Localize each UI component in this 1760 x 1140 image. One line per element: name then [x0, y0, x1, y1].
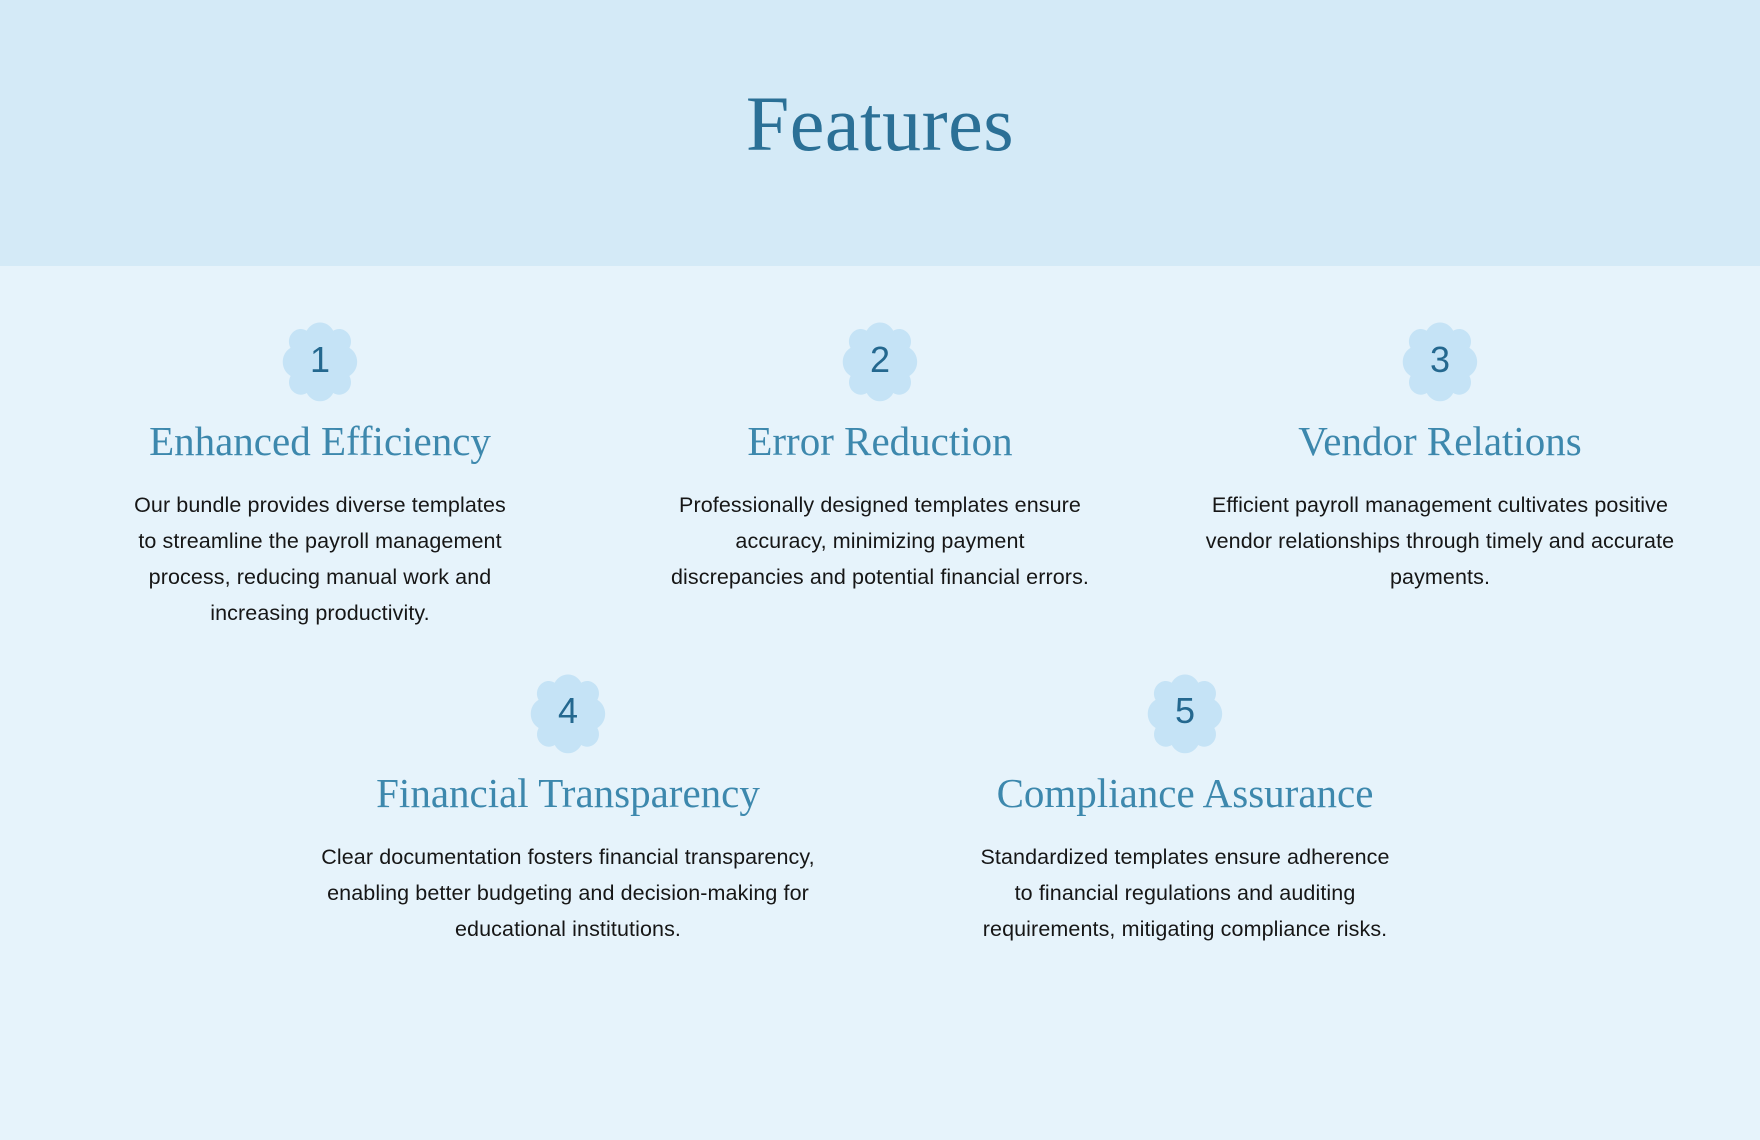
- feature-heading-2: Error Reduction: [747, 418, 1013, 464]
- scalloped-badge-icon: [282, 322, 358, 402]
- feature-description-3: Efficient payroll management cultivates …: [1205, 493, 1675, 590]
- feature-badge-number-5: 5: [1174, 690, 1196, 732]
- feature-heading-5: Compliance Assurance: [996, 769, 1374, 816]
- feature-card-2: 2 Error Reduction Professionally designe…: [600, 314, 1160, 595]
- feature-description-4: Clear documentation fosters financial tr…: [321, 844, 815, 941]
- scalloped-badge-icon: [1402, 322, 1478, 402]
- feature-badge-4: 4: [522, 666, 614, 758]
- features-section: 1 Enhanced Efficiency Our bundle provide…: [0, 266, 1760, 947]
- feature-badge-number-2: 2: [869, 338, 891, 380]
- features-row-bottom: 4 Financial Transparency Clear documenta…: [0, 632, 1760, 947]
- feature-heading-1: Enhanced Efficiency: [149, 418, 491, 464]
- feature-badge-5: 5: [1139, 666, 1231, 758]
- feature-card-1: 1 Enhanced Efficiency Our bundle provide…: [40, 314, 600, 632]
- feature-badge-number-1: 1: [309, 338, 331, 380]
- page-header-band: Features: [0, 0, 1760, 266]
- feature-card-5: 5 Compliance Assurance Standardized temp…: [880, 666, 1490, 947]
- scalloped-badge-icon: [530, 674, 606, 753]
- feature-description-5: Standardized templates ensure adherence …: [980, 844, 1390, 941]
- feature-card-4: 4 Financial Transparency Clear documenta…: [270, 666, 880, 947]
- feature-heading-3: Vendor Relations: [1298, 418, 1582, 464]
- scalloped-badge-icon: [1147, 674, 1223, 753]
- feature-badge-1: 1: [274, 314, 366, 406]
- feature-heading-4: Financial Transparency: [376, 769, 760, 816]
- feature-badge-3: 3: [1394, 314, 1486, 406]
- page-title: Features: [745, 80, 1015, 167]
- scalloped-badge-icon: [842, 322, 918, 402]
- feature-badge-2: 2: [834, 314, 926, 406]
- feature-description-1: Our bundle provides diverse templates to…: [134, 493, 506, 626]
- feature-badge-number-3: 3: [1429, 338, 1451, 380]
- feature-description-2: Professionally designed templates ensure…: [670, 493, 1089, 590]
- feature-card-3: 3 Vendor Relations Efficient payroll man…: [1160, 314, 1720, 595]
- features-row-top: 1 Enhanced Efficiency Our bundle provide…: [0, 266, 1760, 632]
- feature-badge-number-4: 4: [557, 690, 579, 732]
